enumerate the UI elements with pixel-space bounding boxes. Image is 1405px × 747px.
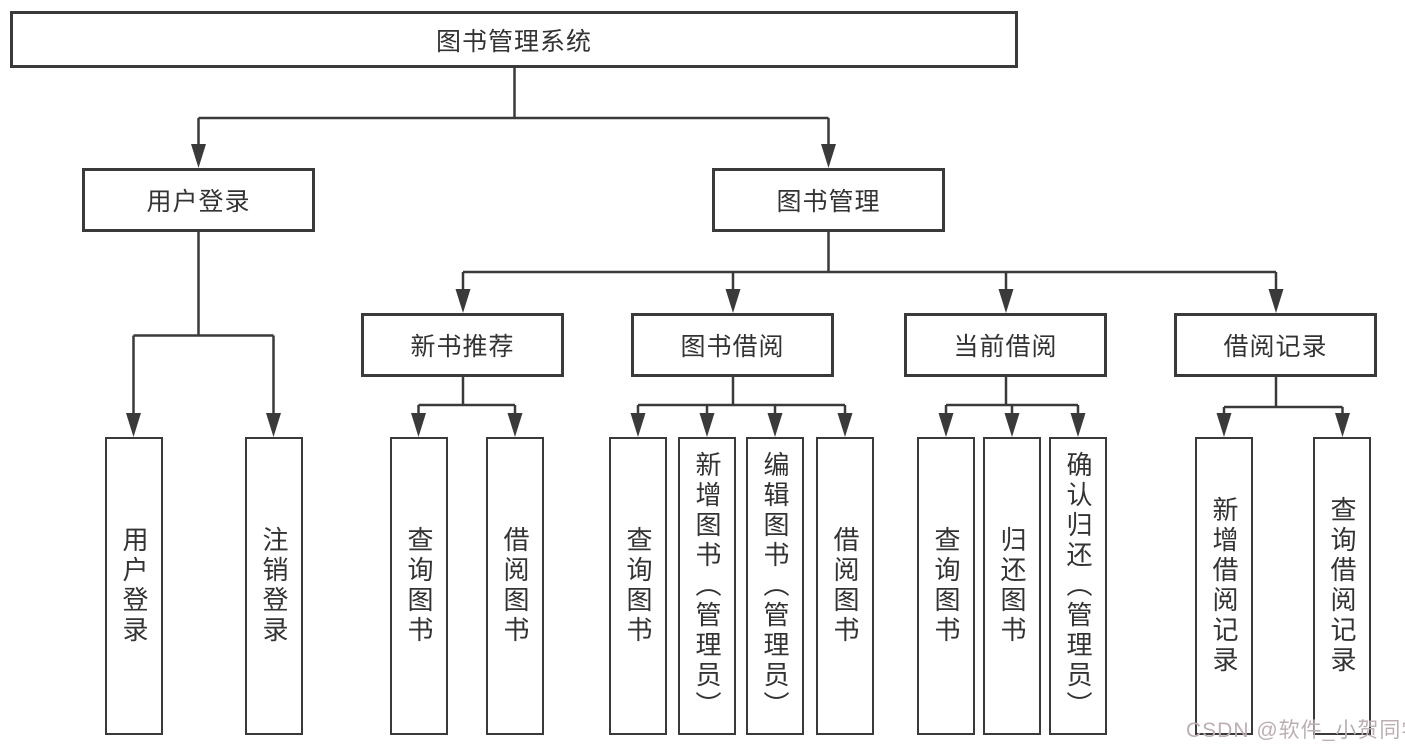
node-leaf-query-books-recommend: 查询图书	[390, 437, 448, 735]
node-book-management: 图书管理	[712, 168, 945, 232]
node-leaf-confirm-return-admin: 确认归还（管理员）	[1049, 437, 1107, 735]
node-label: 图书管理系统	[435, 27, 592, 56]
node-label: 图书管理	[776, 188, 881, 216]
node-label: 当前借阅	[953, 333, 1058, 361]
node-leaf-query-books-borrow: 查询图书	[609, 437, 667, 735]
node-label: 借阅记录	[1223, 333, 1328, 361]
node-leaf-query-borrow-record: 查询借阅记录	[1313, 437, 1371, 735]
node-label: 查询图书	[404, 526, 434, 646]
arrowheads	[126, 144, 1350, 437]
node-borrow-records: 借阅记录	[1174, 313, 1377, 377]
node-leaf-logout-login: 注销登录	[245, 437, 303, 735]
node-label: 用户登录	[119, 526, 149, 646]
node-leaf-borrow-books-recommend: 借阅图书	[486, 437, 544, 735]
node-current-borrow: 当前借阅	[904, 313, 1107, 377]
node-label: 新增图书（管理员）	[692, 451, 722, 721]
node-library-management-system: 图书管理系统	[10, 11, 1018, 68]
node-label: 归还图书	[997, 526, 1027, 646]
node-leaf-return-books: 归还图书	[983, 437, 1041, 735]
node-label: 确认归还（管理员）	[1063, 451, 1093, 721]
node-label: 用户登录	[146, 188, 251, 216]
csdn-watermark: CSDN @软件_小贺同学	[1186, 719, 1405, 742]
node-leaf-query-books-current: 查询图书	[917, 437, 975, 735]
node-label: 借阅图书	[500, 526, 530, 646]
node-label: 新书推荐	[410, 333, 515, 361]
node-label: 编辑图书（管理员）	[760, 451, 790, 721]
node-label: 新增借阅记录	[1209, 496, 1239, 676]
node-label: 图书借阅	[680, 333, 785, 361]
node-book-borrow: 图书借阅	[631, 313, 834, 377]
node-new-book-recommend: 新书推荐	[361, 313, 564, 377]
node-label: 查询借阅记录	[1327, 496, 1357, 676]
node-label: 借阅图书	[830, 526, 860, 646]
node-leaf-borrow-books: 借阅图书	[816, 437, 874, 735]
node-leaf-add-book-admin: 新增图书（管理员）	[678, 437, 736, 735]
node-label: 注销登录	[259, 526, 289, 646]
node-label: 查询图书	[931, 526, 961, 646]
node-leaf-add-borrow-record: 新增借阅记录	[1195, 437, 1253, 735]
node-user-login: 用户登录	[82, 168, 315, 232]
node-leaf-edit-book-admin: 编辑图书（管理员）	[746, 437, 804, 735]
node-label: 查询图书	[623, 526, 653, 646]
node-leaf-user-login: 用户登录	[105, 437, 163, 735]
